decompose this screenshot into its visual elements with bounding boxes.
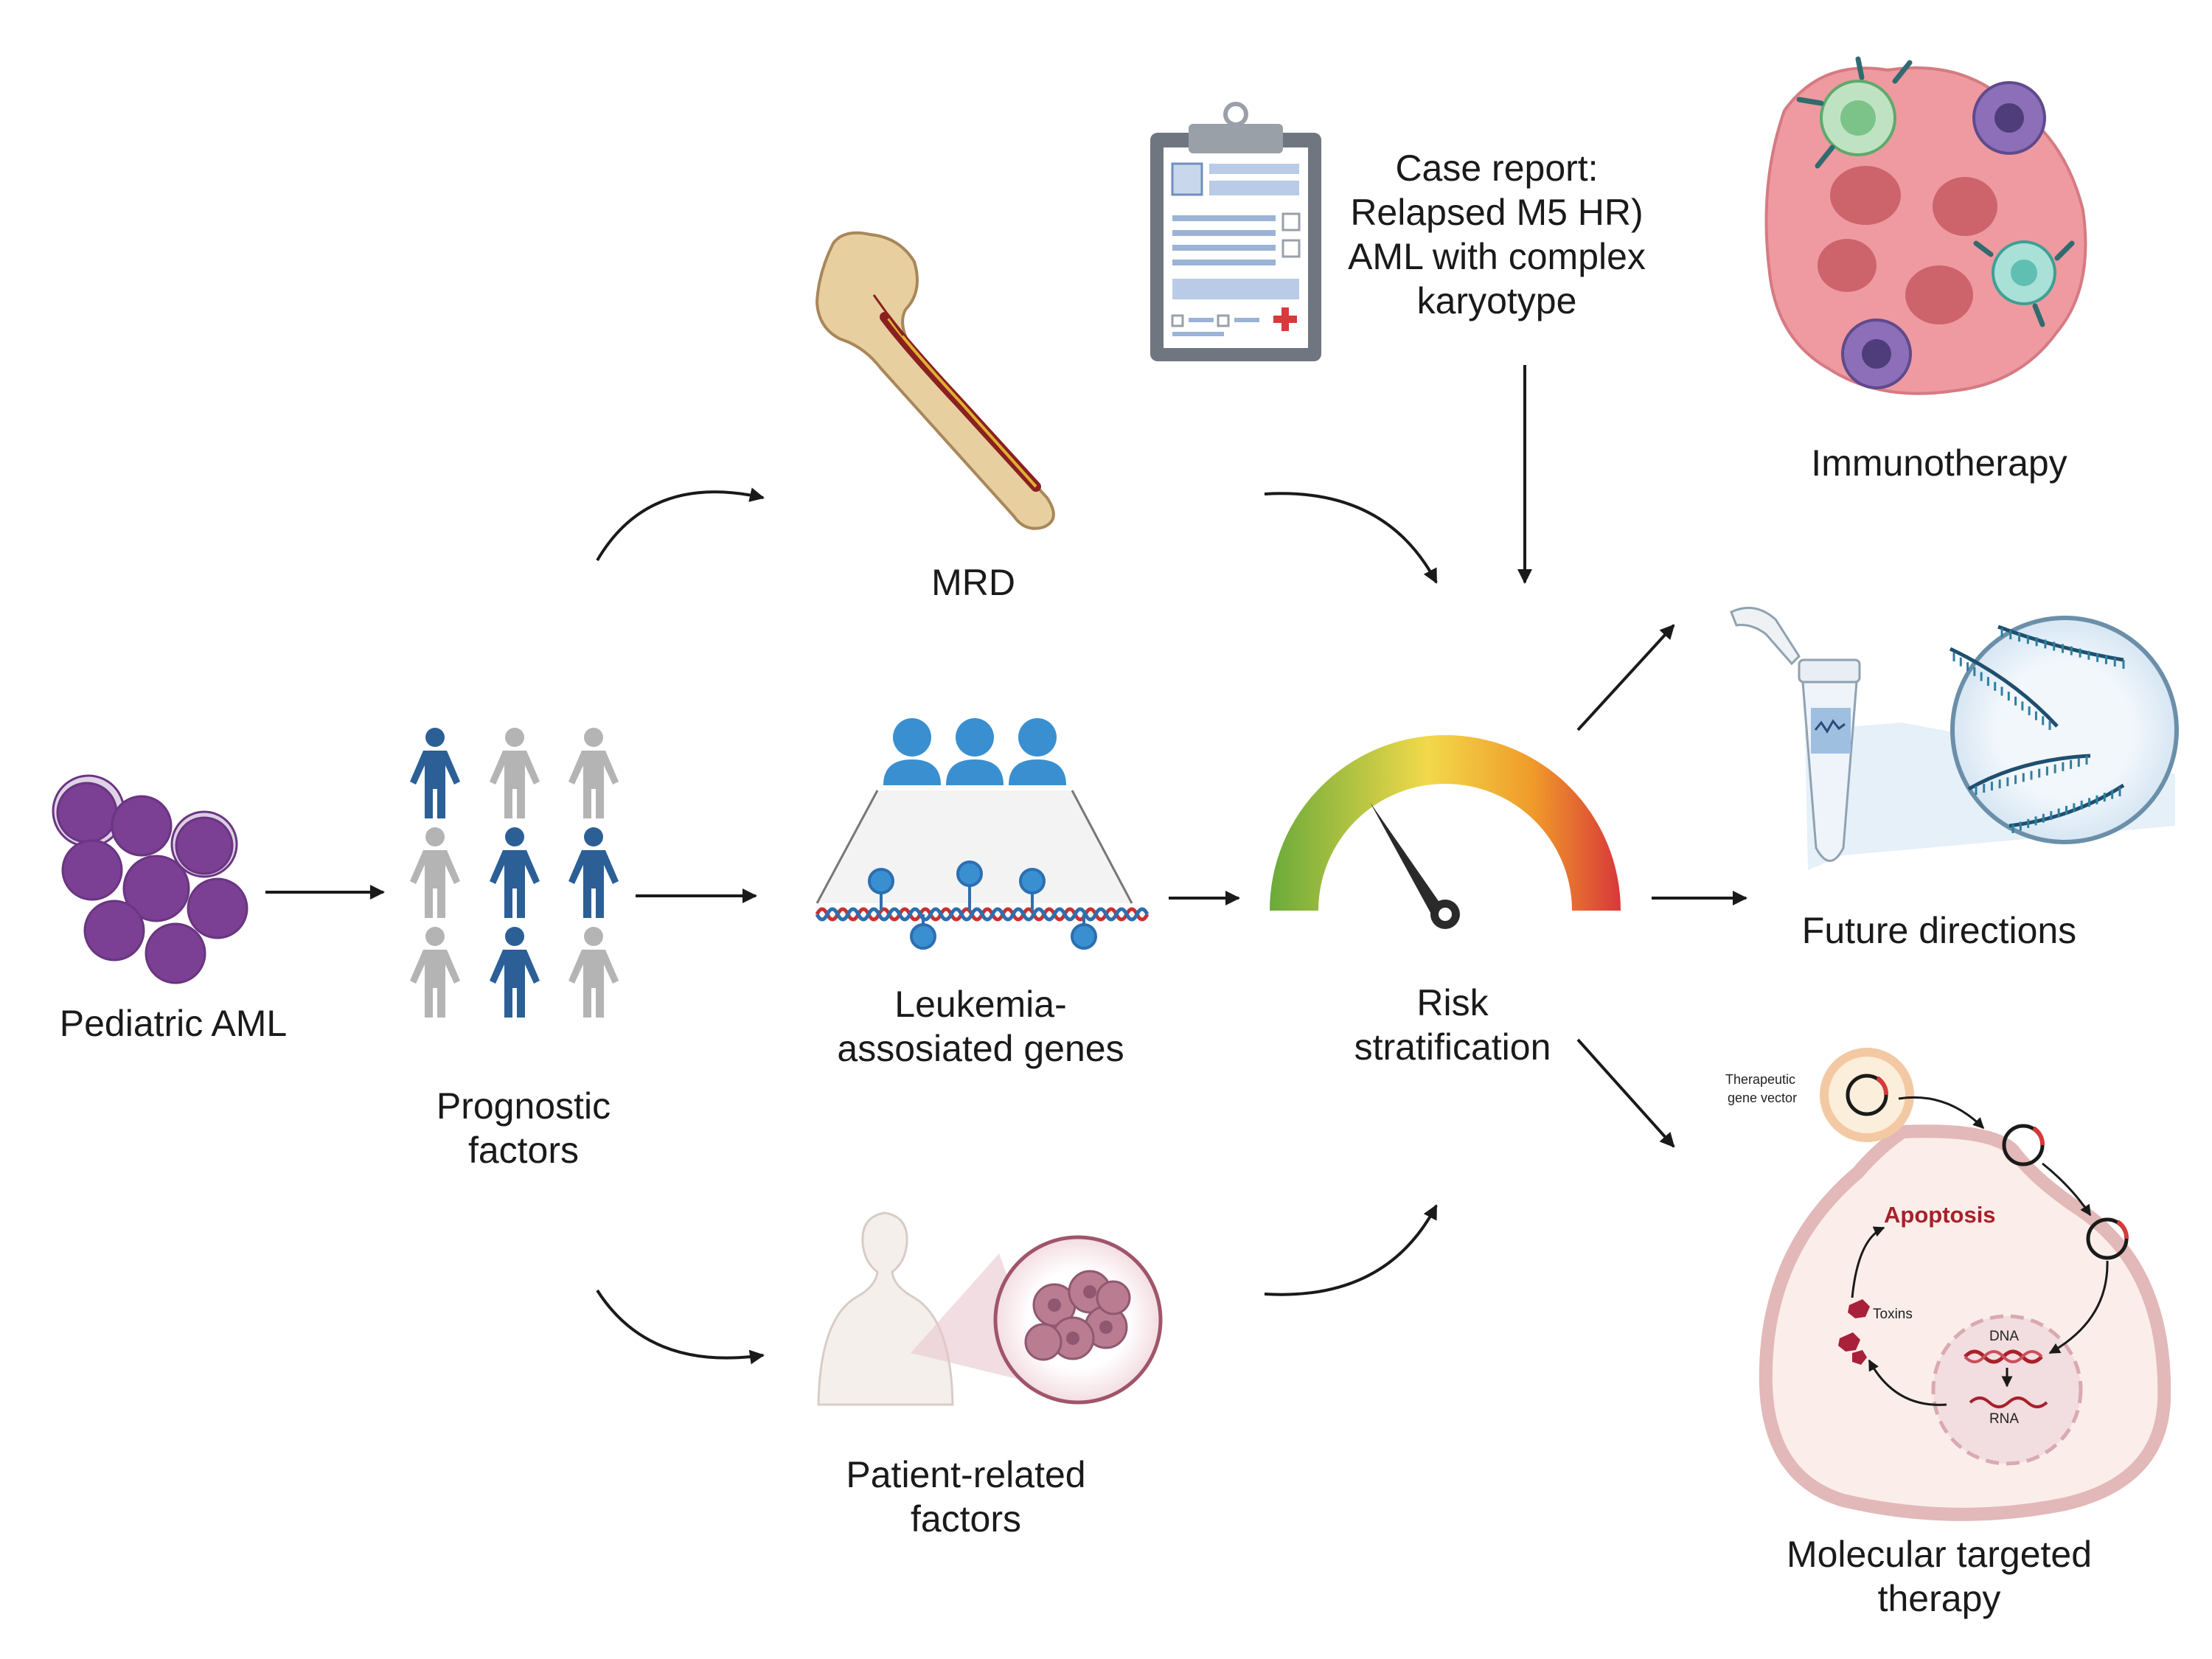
person-icon [410,728,460,818]
label-future-directions: Future directions [1801,910,2077,951]
arrow-prognostic-to-patient [596,1289,765,1365]
label-leukemia-genes: Leukemia- assosiated genes [837,984,1124,1069]
person-icon [490,827,540,918]
vector-label-line2: gene vector [1728,1091,1797,1105]
arrow-mrd-to-risk [1264,492,1438,584]
patient-body-icon [817,1211,1163,1406]
arrow-risk-to-immuno [1576,624,1675,731]
person-icon [568,728,619,818]
person-icon [410,927,460,1018]
aml-cells-icon [52,774,248,984]
arrow-patient-to-risk [1264,1204,1438,1296]
rna-tube-icon [1730,606,2179,870]
person-icon [490,728,540,818]
label-case-report: Case report: Relapsed M5 HR) AML with co… [1348,147,1646,321]
person-icon [568,927,619,1018]
toxins-label: Toxins [1873,1307,1913,1322]
vector-label-line1: Therapeutic [1725,1072,1795,1087]
person-icon [568,827,619,918]
label-molecular-therapy: Molecular targeted therapy [1786,1534,2093,1619]
risk-gauge-icon [1270,735,1621,929]
label-risk-stratification: Risk stratification [1354,982,1551,1068]
dna-label: DNA [1989,1329,2019,1344]
clipboard-icon [1150,102,1321,361]
label-immunotherapy: Immunotherapy [1811,442,2067,484]
person-icon [490,927,540,1018]
people-grid-icon [410,728,619,1018]
arrow-risk-to-molecular [1576,1038,1675,1148]
rna-label: RNA [1989,1411,2019,1427]
label-pediatric-aml: Pediatric AML [59,1003,288,1044]
genes-icon [815,718,1150,950]
label-mrd: MRD [931,562,1015,603]
person-icon [410,827,460,918]
molecular-cell-icon [1759,1048,2171,1521]
immunotherapy-tumor-icon [1764,56,2087,395]
label-patient-factors: Patient-related factors [846,1454,1086,1540]
molecular-panel-text: Therapeutic gene vector Apoptosis Toxins… [1725,1072,2019,1427]
arrows [265,365,1747,1365]
apoptosis-label: Apoptosis [1884,1202,1996,1228]
femur-bone-icon [815,231,1055,530]
label-prognostic-factors: Prognostic factors [436,1085,611,1171]
arrow-prognostic-to-mrd [596,487,765,562]
